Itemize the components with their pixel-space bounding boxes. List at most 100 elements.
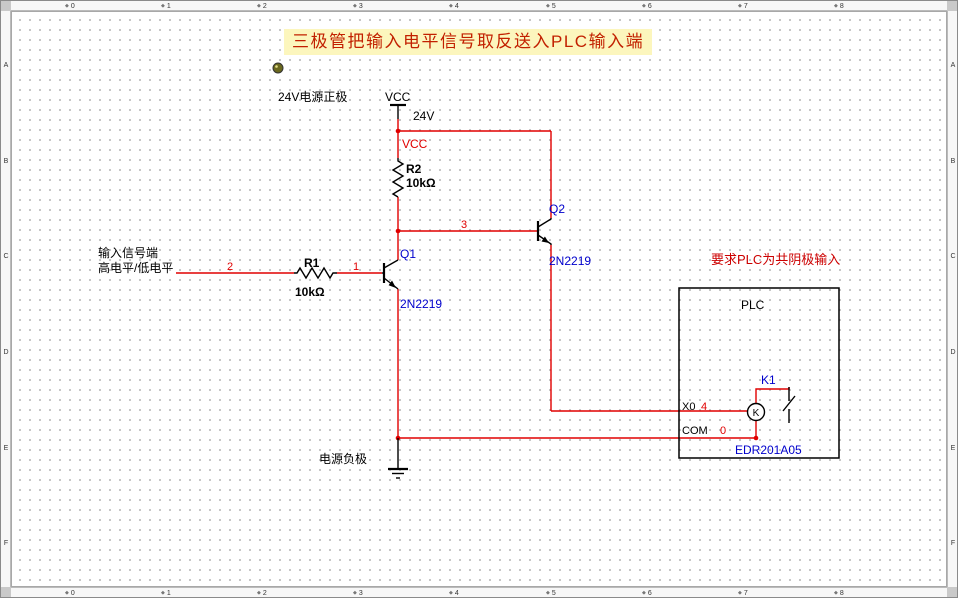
r1-value-label: 10kΩ [295,285,325,299]
transistor-q1[interactable]: Q1 2N2219 [382,247,442,311]
ruler-label: 7 [743,3,748,10]
schematic-canvas[interactable] [11,11,947,587]
r2-ref-label: R2 [406,162,422,176]
ruler-right: A B C D E F [947,11,957,587]
ruler-mark: 2 [257,588,267,597]
ruler-left: A B C D E F [1,11,11,587]
q1-ref-label: Q1 [400,247,416,261]
input-label-line2: 高电平/低电平 [98,260,173,275]
ruler-label: 2 [262,590,267,597]
ruler-label: 4 [454,590,459,597]
supply-positive-label: 24V电源正极 [278,90,347,104]
ruler-label: 0 [70,3,75,10]
ruler-mark: D [950,349,956,356]
ruler-mark: 1 [161,588,171,597]
ruler-label: 5 [551,3,556,10]
net-label-2: 2 [227,261,233,273]
junction-dot[interactable] [395,228,401,234]
ruler-mark: E [950,445,956,452]
q2-emitter-arrow-icon [541,236,549,243]
q1-part-label: 2N2219 [400,297,442,311]
ruler-label: 1 [166,590,171,597]
note-icon[interactable] [272,62,284,74]
ruler-top: 0 1 2 3 4 5 6 7 8 [11,1,947,11]
ruler-mark: 2 [257,1,267,12]
junction-dot[interactable] [395,128,401,134]
ruler-mark: C [3,253,9,260]
ruler-label: 8 [839,3,844,10]
ruler-corner [947,587,957,597]
resistor-r1[interactable]: R1 10kΩ [294,256,337,299]
net-label-4: 4 [701,401,707,413]
ruler-mark: 0 [65,1,75,12]
r1-ref-label: R1 [304,256,320,270]
ruler-mark: E [3,445,9,452]
input-label-line1: 输入信号端 [98,245,158,260]
ruler-mark: 5 [546,1,556,12]
ruler-label: 6 [647,3,652,10]
resistor-r2[interactable]: R2 10kΩ [391,158,436,198]
ruler-label: 7 [743,590,748,597]
ruler-mark: B [950,158,956,165]
net-label-1: 1 [353,261,359,273]
ruler-label: 6 [647,590,652,597]
ruler-mark: 1 [161,1,171,12]
ruler-label: 1 [166,3,171,10]
wire-relay-top[interactable] [755,387,790,403]
q2-part-label: 2N2219 [549,254,591,268]
ruler-label: 5 [551,590,556,597]
net-label-3: 3 [461,219,467,231]
k1-ref-label: K1 [761,373,776,387]
supply-negative-label: 电源负极 [319,452,367,466]
ruler-mark: 7 [738,1,748,12]
ruler-mark: 0 [65,588,75,597]
ruler-mark: 6 [642,1,652,12]
ruler-mark: 3 [353,1,363,12]
ruler-mark: C [950,253,956,260]
ruler-mark: 7 [738,588,748,597]
vcc-symbol-label: VCC [385,90,411,104]
ruler-mark: B [3,158,9,165]
ruler-mark: A [3,62,9,69]
ruler-corner [1,587,11,597]
ruler-mark: 8 [834,1,844,12]
r2-value-label: 10kΩ [406,176,436,190]
ruler-label: 4 [454,3,459,10]
ruler-mark: 3 [353,588,363,597]
com-pin-label: COM [682,425,708,437]
ruler-corner [947,1,957,11]
ruler-mark: 8 [834,588,844,597]
ruler-label: 0 [70,590,75,597]
ground-symbol[interactable] [388,438,408,479]
ruler-bottom: 0 1 2 3 4 5 6 7 8 [11,587,947,597]
ruler-mark: 5 [546,588,556,597]
ruler-label: 3 [358,590,363,597]
k1-part-label: EDR201A05 [735,443,802,457]
q1-emitter-arrow-icon [388,280,396,288]
transistor-q2[interactable]: Q2 2N2219 [536,202,591,268]
vcc-power-symbol[interactable]: VCC 24V [385,90,434,123]
ruler-corner [1,1,11,11]
ruler-mark: D [3,349,9,356]
ruler-mark: 4 [449,588,459,597]
relay-k1[interactable]: K K1 EDR201A05 [735,373,802,457]
q2-ref-label: Q2 [549,202,565,216]
ruler-mark: F [3,540,9,547]
relay-coil-letter: K [753,408,760,419]
ruler-mark: A [950,62,956,69]
junction-dot[interactable] [753,435,759,441]
ruler-mark: 6 [642,588,652,597]
ruler-mark: F [950,540,956,547]
ruler-label: 3 [358,3,363,10]
ruler-label: 8 [839,590,844,597]
net-label-0: 0 [720,425,726,437]
vcc-value-label: 24V [413,109,434,123]
plc-box[interactable]: PLC X0 COM [678,287,840,459]
schematic-title[interactable]: 三极管把输入电平信号取反送入PLC输入端 [284,29,653,55]
ruler-label: 2 [262,3,267,10]
plc-requirement-note: 要求PLC为共阴极输入 [711,252,840,267]
plc-box-label: PLC [741,298,765,312]
vcc-net-label: VCC [402,137,428,151]
